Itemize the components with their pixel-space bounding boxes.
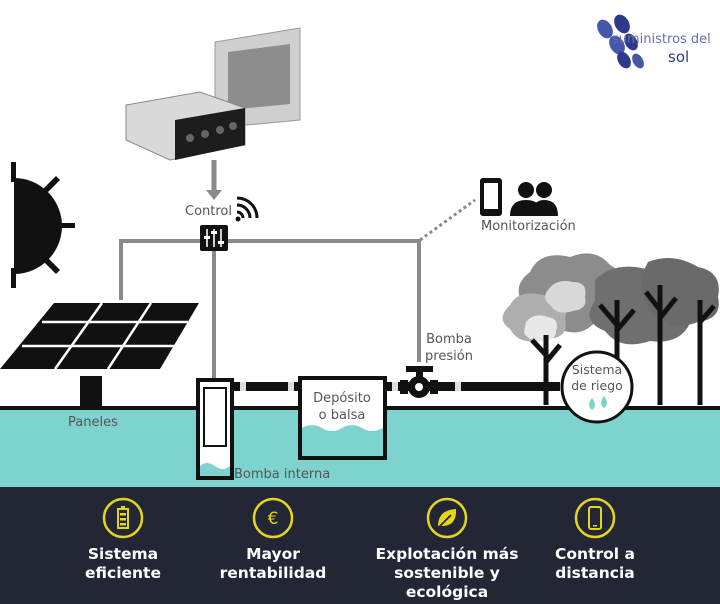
smartphone-icon <box>574 497 616 539</box>
monitoring-icons <box>480 178 558 216</box>
pipe-pump-to-tank <box>232 382 300 391</box>
sun-icon <box>11 162 75 288</box>
pressure-pump-label: Bomba presión <box>425 332 473 364</box>
feature-profitability: € Mayor rentabilidad <box>178 497 368 583</box>
inverter-device <box>125 27 301 161</box>
feature-text: Mayor rentabilidad <box>219 545 327 582</box>
irrigation-circle <box>560 350 634 424</box>
feature-sustainable: Explotación más sostenible y ecológica <box>352 497 542 602</box>
irrigation-label: Sistema de riego <box>571 362 623 393</box>
solar-irrigation-diagram <box>0 14 720 487</box>
panels-label: Paneles <box>68 415 118 430</box>
trees <box>502 253 719 405</box>
battery-icon <box>102 497 144 539</box>
brand-name-line2: sol <box>668 48 690 66</box>
monitoring-label: Monitorización <box>481 219 576 234</box>
control-label: Control <box>185 204 232 219</box>
wire-to-pressure-pump <box>228 239 421 362</box>
brand-name-line1: suministros del <box>612 32 711 47</box>
pressure-valve <box>400 366 438 398</box>
wireless-dotted-link <box>419 198 476 242</box>
feature-text: Explotación más sostenible y ecológica <box>375 545 519 601</box>
feature-efficient: Sistema eficiente <box>28 497 218 583</box>
water-drops-icon <box>589 396 607 410</box>
feature-text: Sistema eficiente <box>85 545 161 582</box>
feature-text: Control a distancia <box>555 545 635 582</box>
wifi-icon <box>236 196 259 219</box>
feature-remote-control: Control a distancia <box>500 497 690 583</box>
pipe-tank-to-irrigation <box>385 382 560 391</box>
tank-label: Depósito o balsa <box>313 391 371 423</box>
brand-logo-mark <box>597 14 644 69</box>
internal-pump-label: Bomba interna <box>234 467 331 482</box>
svg-text:€: € <box>268 509 279 529</box>
wire-to-panels <box>119 239 200 300</box>
leaf-icon <box>426 497 468 539</box>
euro-icon: € <box>252 497 294 539</box>
solar-panel <box>0 302 199 406</box>
